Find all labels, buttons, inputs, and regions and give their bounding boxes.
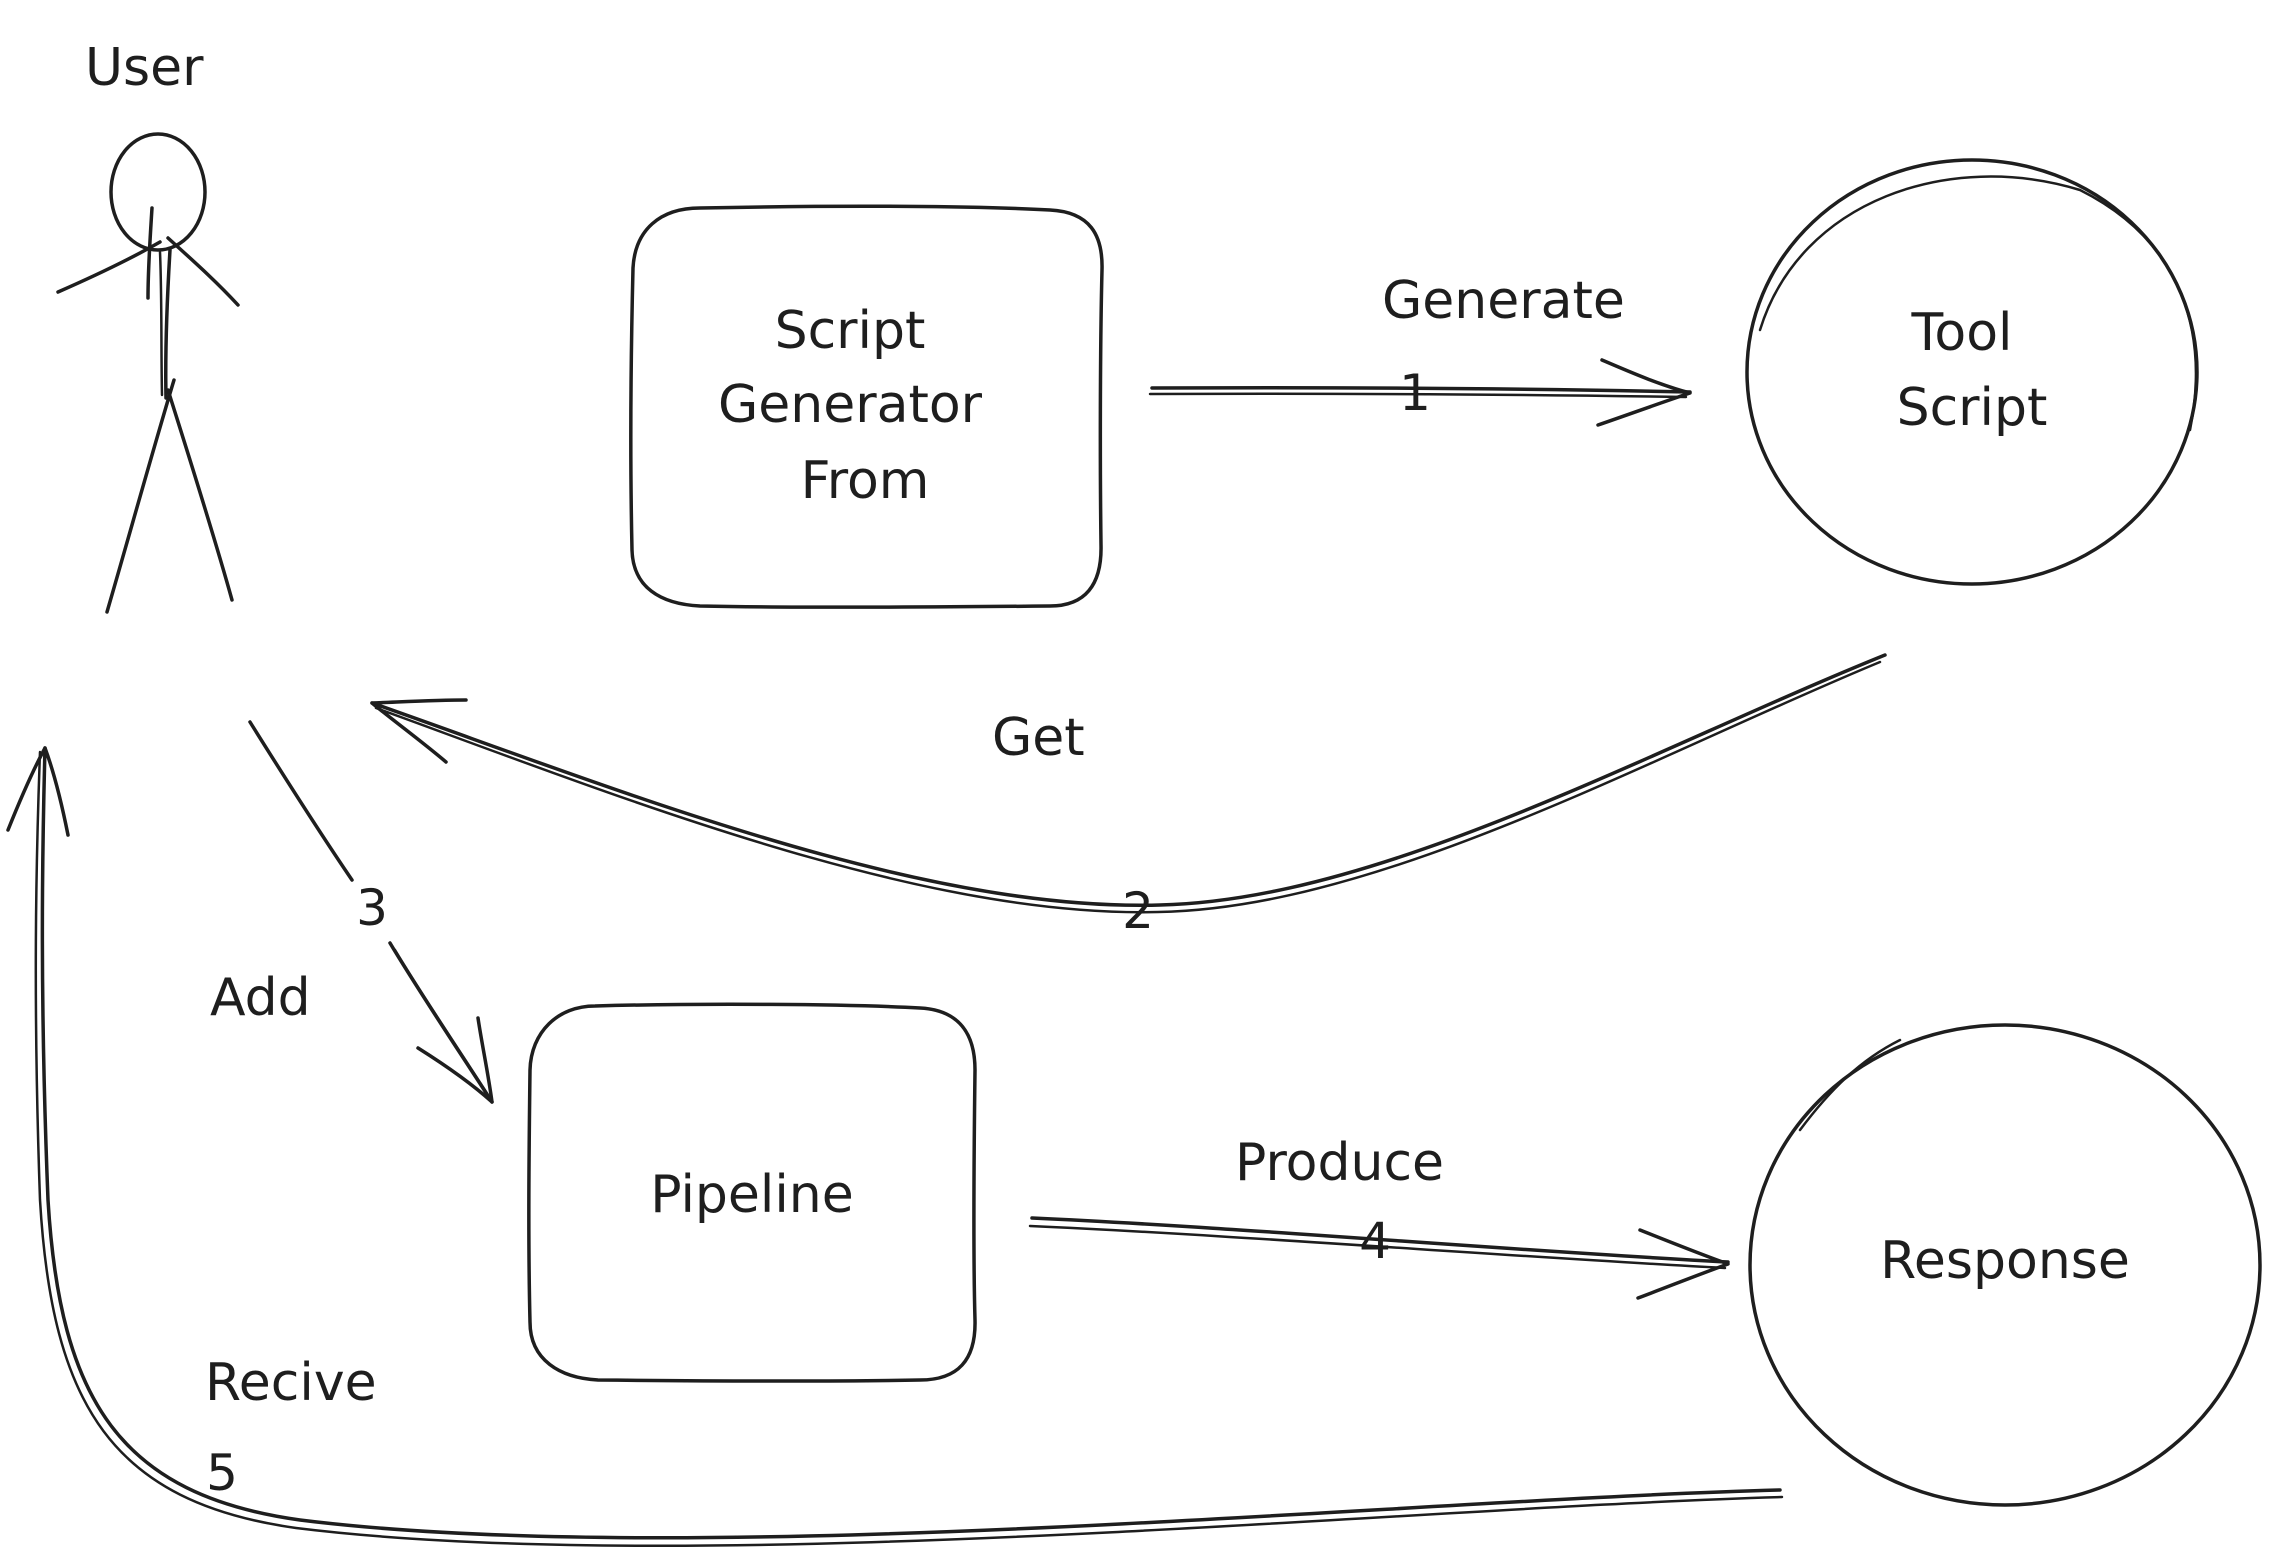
stick-figure-icon [56, 132, 240, 614]
edge-get-line [370, 653, 1887, 908]
edge-generate: Generate 1 [1148, 271, 1692, 427]
edge-add-arrowhead [416, 1016, 494, 1104]
edge-generate-arrowhead [1596, 358, 1692, 427]
edge-add-label: Add [210, 968, 311, 1028]
tool-script-label-1: Tool [1910, 303, 2012, 363]
edge-generate-line [1150, 385, 1692, 394]
edge-get-label: Get [992, 708, 1085, 768]
edge-get-step: 2 [1122, 882, 1154, 940]
edge-get-arrowhead [370, 698, 468, 764]
edge-get: Get 2 [370, 653, 1887, 940]
tool-script-node: Tool Script [1745, 158, 2199, 586]
edge-add-step: 3 [356, 879, 388, 937]
edge-recive-step: 5 [206, 1444, 238, 1502]
edge-recive: Recive 5 [6, 746, 1784, 1548]
response-label: Response [1880, 1231, 2130, 1291]
edge-generate-label: Generate [1382, 271, 1625, 331]
edge-produce-arrowhead [1636, 1228, 1730, 1300]
user-actor: User [56, 38, 240, 614]
edge-produce-label: Produce [1235, 1133, 1444, 1193]
pipeline-node: Pipeline [527, 1002, 977, 1383]
edge-recive-arrowhead [6, 746, 70, 837]
script-generator-box [629, 204, 1104, 609]
script-generator-label-2: Generator [718, 375, 983, 435]
pipeline-box [527, 1002, 977, 1383]
edge-recive-line [40, 746, 1782, 1540]
script-generator-label-3: From [801, 451, 930, 511]
edge-add-line-upper [248, 720, 354, 882]
pipeline-label: Pipeline [650, 1165, 854, 1225]
script-generator-node: Script Generator From [629, 204, 1104, 609]
edge-recive-label: Recive [205, 1353, 377, 1413]
response-circle [1748, 1023, 2262, 1507]
response-node: Response [1748, 1023, 2262, 1507]
tool-script-label-2: Script [1897, 378, 2048, 438]
user-label: User [85, 38, 204, 98]
script-generator-label-1: Script [775, 301, 926, 361]
edge-produce-line [1030, 1216, 1730, 1264]
edge-add: Add 3 [210, 720, 494, 1104]
edge-produce: Produce 4 [1028, 1133, 1730, 1300]
edge-produce-step: 4 [1359, 1212, 1391, 1270]
edge-generate-step: 1 [1399, 364, 1431, 422]
